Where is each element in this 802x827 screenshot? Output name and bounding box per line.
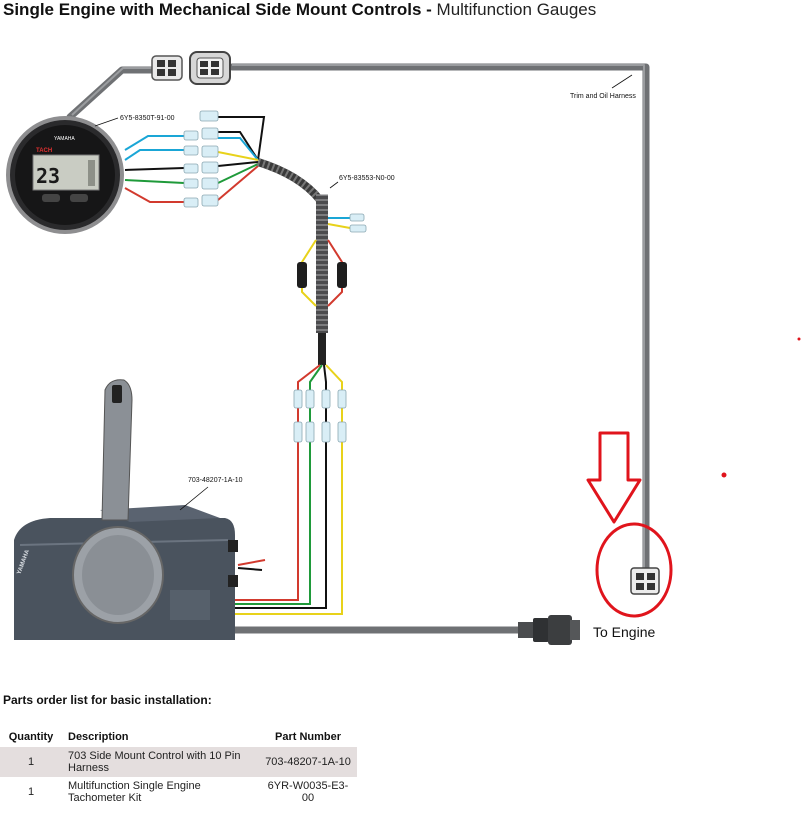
gauge-brand: YAMAHA <box>54 136 75 142</box>
row-part-number: 703-48207-1A-10 <box>259 747 357 777</box>
control-wire-connectors <box>293 389 347 443</box>
row-description: Multifunction Single Engine Tachometer K… <box>68 780 201 804</box>
parts-header-row: Quantity Description Part Number <box>0 727 357 747</box>
harness-coil <box>316 195 328 333</box>
red-dot-small <box>797 337 801 341</box>
table-row: 1 Multifunction Single Engine Tachometer… <box>0 777 357 807</box>
row-quantity: 1 <box>0 747 62 777</box>
parts-table: Quantity Description Part Number 1 703 S… <box>0 727 357 807</box>
gauge-wire-connectors <box>183 110 219 208</box>
top-connector-large <box>189 51 231 85</box>
parts-heading: Parts order list for basic installation: <box>3 693 212 707</box>
highlight-circle <box>595 522 673 618</box>
row-description: 703 Side Mount Control with 10 Pin Harne… <box>62 747 259 777</box>
to-engine-label: To Engine <box>593 624 655 640</box>
red-dot <box>721 472 727 478</box>
harness-part-label: 6Y5-83553-N0-00 <box>339 175 395 182</box>
title-sub: Multifunction Gauges <box>436 0 597 19</box>
trim-harness-label: Trim and Oil Harness <box>570 93 636 100</box>
top-connector-small <box>151 55 183 81</box>
gauge-wires <box>124 116 266 203</box>
title-main: Single Engine with Mechanical Side Mount… <box>3 0 437 19</box>
tachometer-gauge: YAMAHA TACH 23 <box>6 116 124 234</box>
red-down-arrow <box>586 431 642 524</box>
row-part-number: 6YR-W0035-E3-00 <box>267 780 349 804</box>
side-stub-wires <box>327 213 367 233</box>
engine-plug <box>518 615 580 645</box>
col-description: Description <box>68 731 129 743</box>
col-part-number: Part Number <box>274 731 342 743</box>
control-wires <box>230 364 343 615</box>
wiring-diagram: Trim and Oil Harness To Engine YAMAHA TA… <box>6 51 801 645</box>
gauge-mode: TACH <box>36 148 52 154</box>
col-quantity: Quantity <box>8 731 54 743</box>
side-mount-control: YAMAHA <box>14 379 266 640</box>
control-part-label: 703-48207-1A-10 <box>188 477 243 484</box>
gauge-reading: 23 <box>36 164 60 188</box>
engine-connector <box>630 567 660 595</box>
row-quantity: 1 <box>27 786 35 798</box>
table-row: 1 703 Side Mount Control with 10 Pin Har… <box>0 747 357 777</box>
page-title: Single Engine with Mechanical Side Mount… <box>3 0 596 20</box>
gauge-part-label: 6Y5-8350T-91-00 <box>120 115 175 122</box>
